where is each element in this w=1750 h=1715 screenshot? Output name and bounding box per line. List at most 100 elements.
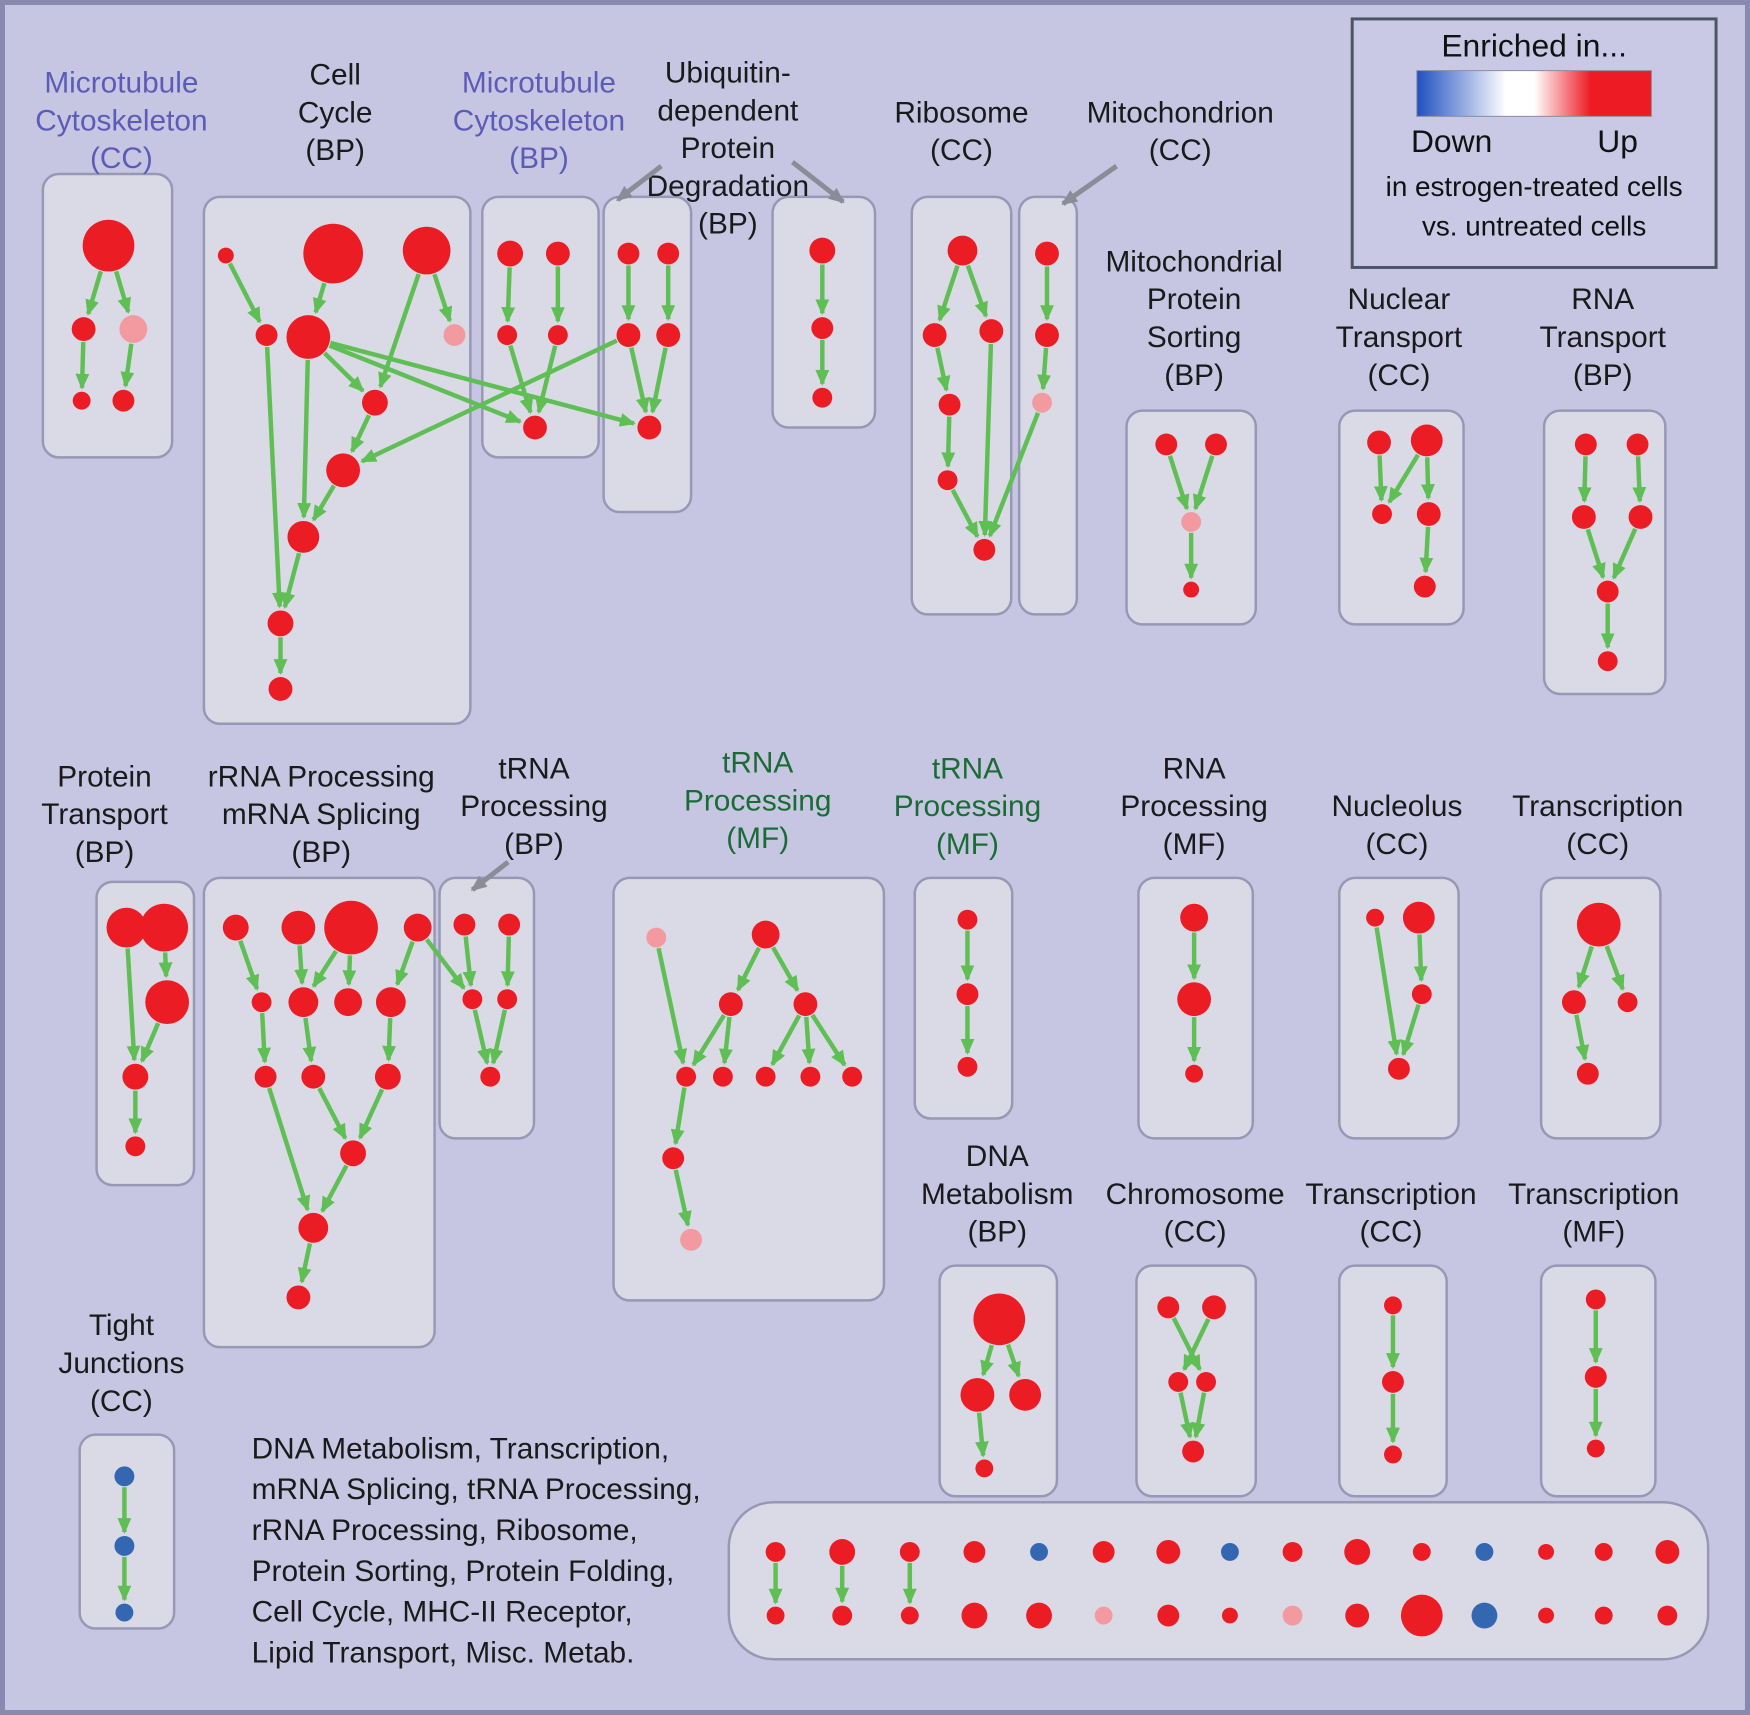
go-edge-l1-l5 bbox=[238, 940, 260, 991]
go-term-node-n11 bbox=[680, 1228, 703, 1251]
go-term-node-l14 bbox=[286, 1285, 311, 1310]
go-edge-f1-f2 bbox=[937, 264, 960, 322]
go-term-node-b11 bbox=[268, 677, 293, 701]
go-edge-n5-n10 bbox=[670, 1087, 687, 1146]
go-edge-b1-b4 bbox=[227, 262, 262, 324]
go-term-node-o2 bbox=[956, 983, 979, 1006]
go-edge-d4-d5 bbox=[648, 347, 668, 414]
label-pointer-arrow-1 bbox=[790, 160, 845, 204]
go-edge-b2-b5 bbox=[312, 282, 327, 315]
go-edge-l10-l12 bbox=[317, 1087, 348, 1141]
go-term-node-k1 bbox=[106, 907, 147, 948]
go-edge-a1-a3 bbox=[114, 270, 131, 314]
go-term-node-l6 bbox=[288, 987, 319, 1018]
go-term-node-x4b bbox=[961, 1602, 988, 1629]
cluster-box-rna-transport-bp bbox=[1542, 409, 1667, 696]
go-term-node-i4 bbox=[1416, 502, 1441, 526]
go-term-node-v3 bbox=[1586, 1439, 1605, 1458]
go-term-node-i1 bbox=[1367, 430, 1391, 455]
cluster-label-transcription-mf: Transcription(MF) bbox=[1508, 1178, 1679, 1249]
go-term-node-x6t bbox=[1092, 1540, 1115, 1563]
go-edge-i4-i5 bbox=[1419, 526, 1434, 574]
go-edge-b4-b10 bbox=[264, 346, 286, 609]
go-term-node-r1 bbox=[1576, 902, 1621, 947]
go-edge-k1-k4 bbox=[125, 948, 141, 1062]
go-term-node-b2 bbox=[303, 223, 364, 284]
go-term-node-d2 bbox=[657, 242, 680, 265]
label-pointer-arrow-2 bbox=[1061, 164, 1119, 206]
go-term-node-c1 bbox=[497, 240, 524, 267]
cluster-label-transcription-cc-2: Transcription(CC) bbox=[1305, 1178, 1476, 1249]
legend-title: Enriched in... bbox=[1441, 28, 1627, 64]
go-term-node-l4 bbox=[403, 913, 432, 942]
go-term-node-x13t bbox=[1538, 1543, 1555, 1560]
go-edge-c3-c5 bbox=[508, 344, 534, 415]
go-term-node-g1 bbox=[1035, 241, 1059, 266]
go-term-node-x14b bbox=[1594, 1606, 1613, 1625]
go-term-node-n10 bbox=[662, 1147, 685, 1170]
go-edge-b9-b10 bbox=[281, 552, 302, 609]
go-edge-f2-f4 bbox=[935, 347, 951, 393]
cluster-label-ribosome-cc: Ribosome(CC) bbox=[894, 96, 1028, 167]
go-term-node-s3 bbox=[1009, 1378, 1042, 1411]
go-term-node-f2 bbox=[922, 323, 947, 347]
go-term-node-x2t bbox=[829, 1539, 856, 1565]
go-edge-n4-n9 bbox=[810, 1013, 847, 1067]
legend-up-label: Up bbox=[1597, 123, 1638, 159]
go-term-node-u2 bbox=[1382, 1370, 1404, 1393]
go-edge-h1-h3 bbox=[1167, 455, 1190, 511]
go-term-node-j2 bbox=[1626, 433, 1649, 456]
go-edge-c1-c3 bbox=[501, 267, 516, 324]
legend-gradient-bar bbox=[1416, 70, 1652, 117]
go-term-node-b1 bbox=[217, 247, 234, 264]
go-term-node-q2 bbox=[1402, 901, 1435, 934]
go-term-node-l2 bbox=[281, 910, 316, 945]
go-term-node-n5 bbox=[676, 1066, 697, 1087]
go-term-node-c5 bbox=[523, 415, 547, 440]
cluster-box-protein-transport-bp bbox=[95, 880, 196, 1187]
go-term-node-t4 bbox=[1196, 1371, 1216, 1392]
go-term-node-b3 bbox=[402, 226, 451, 275]
go-term-node-b8 bbox=[326, 453, 361, 488]
go-term-node-x8t bbox=[1220, 1542, 1239, 1561]
go-term-node-m2 bbox=[498, 913, 521, 936]
go-term-node-x4t bbox=[963, 1540, 986, 1563]
go-term-node-c4 bbox=[547, 325, 568, 346]
go-term-node-f5 bbox=[937, 470, 958, 491]
go-term-node-x6b bbox=[1094, 1606, 1113, 1625]
go-edge-r1-r2 bbox=[1576, 945, 1594, 989]
go-term-node-b7 bbox=[362, 389, 388, 416]
go-edge-i2-i4 bbox=[1420, 457, 1435, 501]
go-term-node-e3 bbox=[812, 387, 833, 408]
go-term-node-d5 bbox=[637, 415, 662, 440]
go-term-node-f6 bbox=[973, 538, 996, 561]
go-term-node-c2 bbox=[545, 241, 570, 266]
go-edge-b5-d5 bbox=[329, 340, 636, 427]
go-term-node-b4 bbox=[255, 324, 278, 346]
go-term-node-k4 bbox=[122, 1063, 149, 1090]
go-edge-n4-n7 bbox=[770, 1014, 802, 1067]
go-term-node-h3 bbox=[1181, 512, 1202, 532]
go-term-node-x14t bbox=[1594, 1542, 1613, 1561]
go-term-node-b5 bbox=[286, 315, 331, 359]
legend-subtitle-line1: in estrogen-treated cells bbox=[1386, 171, 1683, 202]
go-term-node-d3 bbox=[616, 323, 641, 347]
cluster-label-nucleolus-cc: Nucleolus(CC) bbox=[1331, 790, 1462, 861]
go-edge-f1-f3 bbox=[965, 264, 989, 318]
cluster-label-chromosome-cc: Chromosome(CC) bbox=[1106, 1178, 1285, 1249]
go-term-node-b6 bbox=[443, 324, 466, 346]
go-term-node-c3 bbox=[497, 325, 518, 346]
go-term-node-t3 bbox=[1168, 1371, 1189, 1392]
go-term-node-s2 bbox=[960, 1377, 995, 1412]
go-edge-h2-h3 bbox=[1193, 455, 1215, 511]
go-term-node-x7t bbox=[1156, 1539, 1181, 1564]
go-edge-m4-m5 bbox=[489, 1009, 508, 1066]
go-term-node-b9 bbox=[287, 520, 320, 553]
go-term-node-x11b bbox=[1400, 1594, 1443, 1637]
